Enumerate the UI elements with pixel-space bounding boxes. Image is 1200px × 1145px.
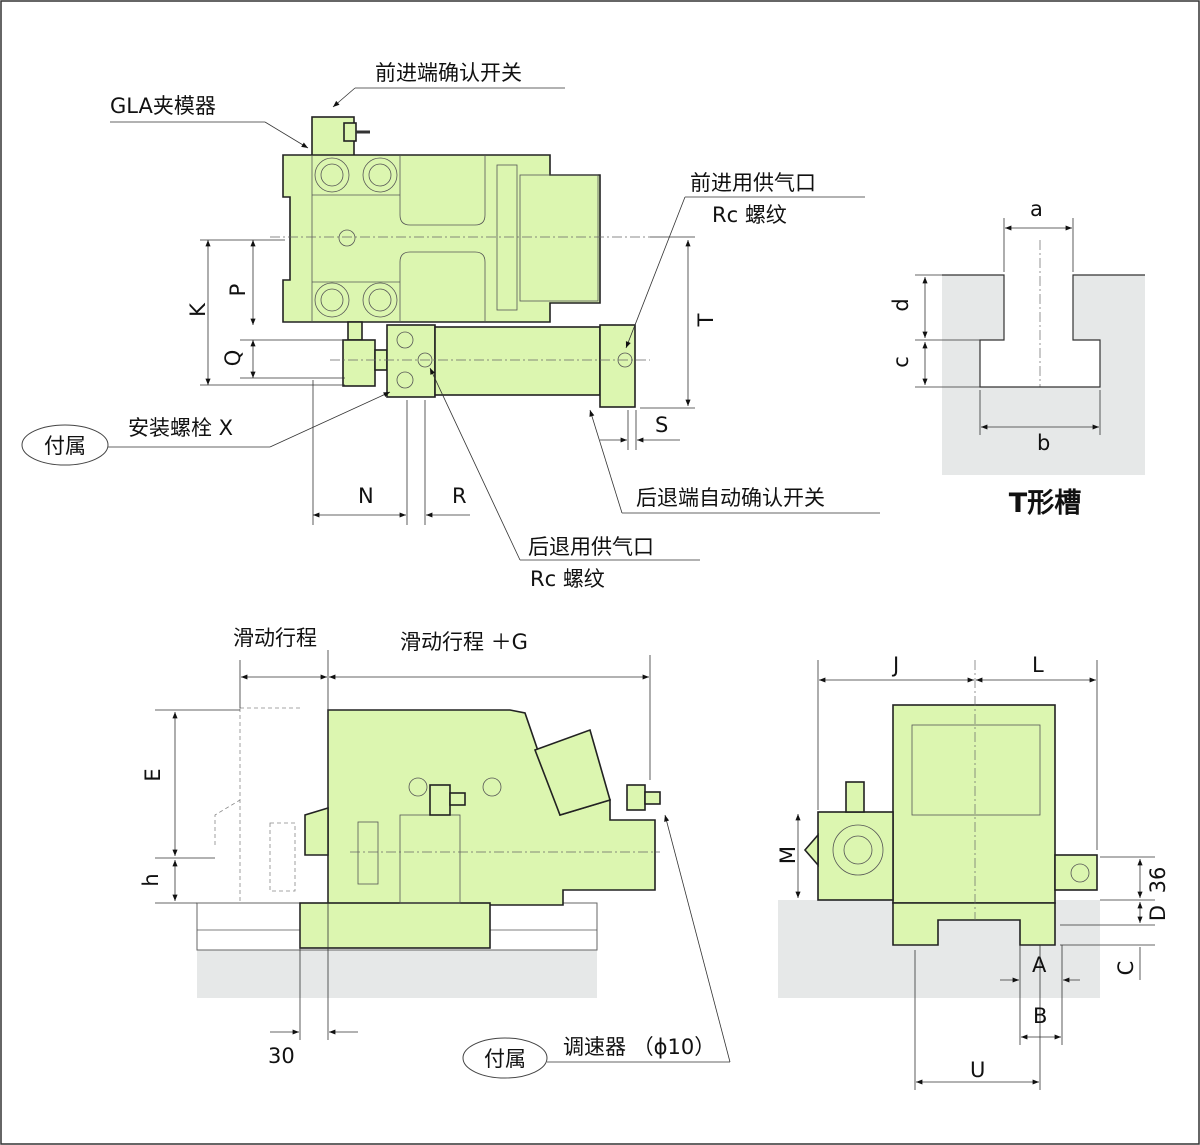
label-accessory-top: 付属 [44,434,86,458]
label-mount-bolt: 安装螺栓 X [128,416,233,440]
dim-R: R [452,484,467,508]
accessory-badge-top [21,424,109,466]
top-view-annotations: 前进端确认开关 GLA夹模器 前进用供气口 Rc 螺纹 K P Q T S N … [21,61,880,591]
dim-D: D [1146,905,1170,921]
label-forward-port-thread: Rc 螺纹 [712,203,787,227]
label-accessory-side: 付属 [484,1047,526,1071]
accessory-badge-side [462,1037,548,1079]
label-retract-port-thread: Rc 螺纹 [530,567,605,591]
t-slot-dim-b: b [1037,431,1050,455]
dim-E: E [141,768,165,781]
label-forward-port: 前进用供气口 [690,171,816,195]
dim-K: K [186,302,210,317]
label-speed-controller: 调速器 （ϕ10） [563,1035,715,1059]
dim-B: B [1033,1004,1047,1028]
label-retract-switch: 后退端自动确认开关 [636,486,825,510]
label-gla-clamp: GLA夹模器 [110,94,216,118]
dim-U: U [970,1058,985,1082]
dim-h: h [139,873,163,886]
dim-N: N [358,484,374,508]
dim-C: C [1114,961,1138,976]
dim-36: 36 [1146,867,1170,894]
end-main-body [892,704,1056,904]
t-slot-section: a d c b T形槽 [889,197,1145,519]
t-slot-dim-a: a [1030,197,1043,221]
dim-J: J [891,653,899,677]
t-slot-dim-c: c [889,356,913,368]
t-slot-dim-d: d [889,298,913,311]
dim-30: 30 [268,1044,295,1068]
dim-A: A [1032,953,1047,977]
side-main-body [327,709,656,906]
label-slide-stroke-g: 滑动行程 ＋G [400,630,528,654]
dim-T: T [694,313,718,327]
dim-S: S [655,413,668,437]
side-view: 滑动行程 滑动行程 ＋G E h 30 付属 调速器 （ϕ10） [139,626,731,1079]
dim-L: L [1032,653,1044,677]
dim-Q: Q [221,350,245,367]
label-retract-port: 后退用供气口 [528,535,654,559]
label-slide-stroke: 滑动行程 [233,626,317,650]
dim-P: P [226,284,250,297]
top-view [270,116,1041,410]
end-view: J L M 36 D C A B U [776,653,1170,1090]
label-forward-switch: 前进端确认开关 [375,61,522,85]
dim-M: M [776,846,800,864]
clamp-body [282,154,601,323]
t-slot-title: T形槽 [1009,488,1081,519]
